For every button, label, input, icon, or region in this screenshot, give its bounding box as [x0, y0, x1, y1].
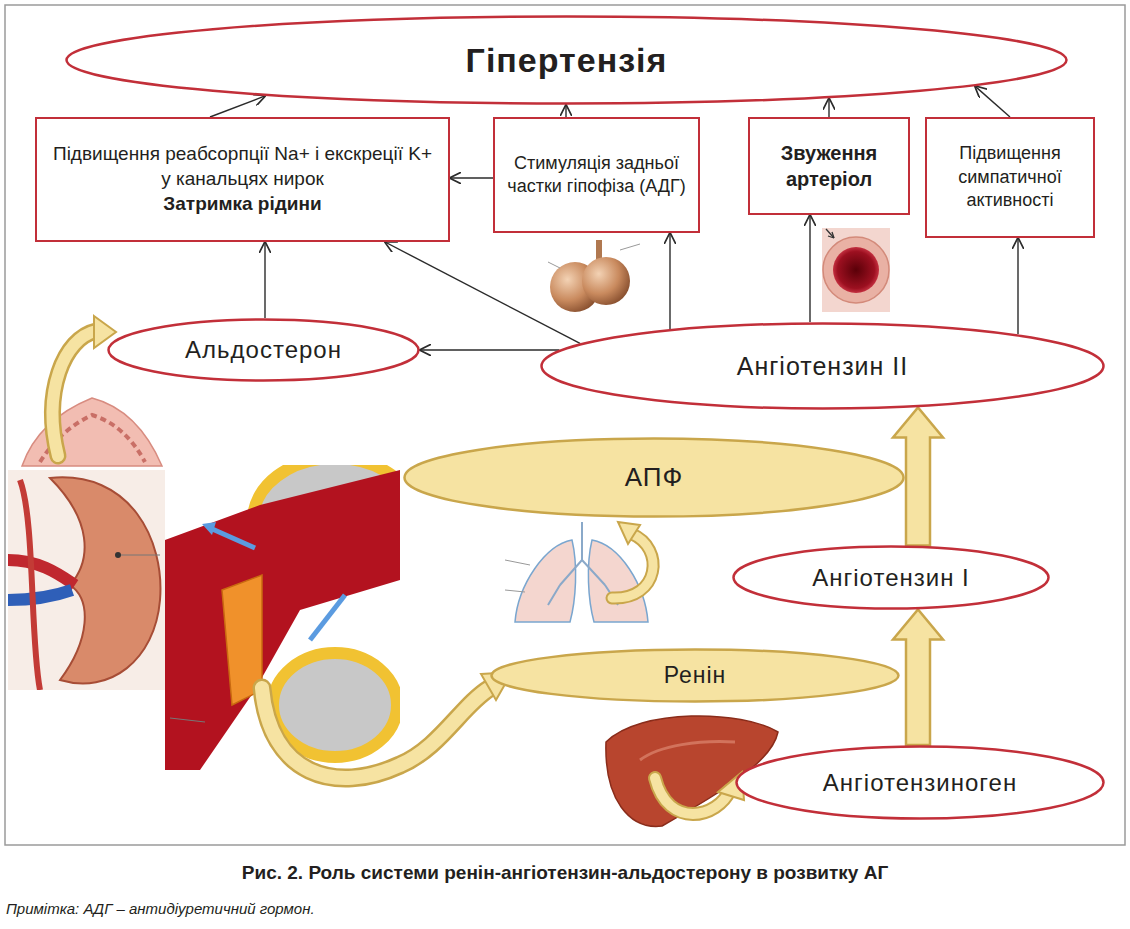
curved-arrow	[655, 778, 730, 814]
node-label: Гіпертензія	[466, 38, 668, 82]
node-label: Підвищення симпатичної активності	[936, 142, 1084, 212]
adrenal-gland	[22, 398, 162, 466]
curved-arrow	[53, 331, 96, 456]
figure-frame	[5, 5, 1125, 845]
renal-artery	[8, 560, 75, 585]
lungs-picture	[500, 520, 660, 626]
pointer-head	[828, 232, 834, 238]
curved-arrow	[612, 534, 653, 598]
enzyme-ellipse: Ренін	[490, 648, 900, 703]
figure-caption: Рис. 2. Роль системи ренін-ангіотензин-а…	[0, 862, 1130, 884]
effect-box: Звуження артеріол	[748, 117, 910, 215]
effect-box: Підвищення реабсорпції Na+ і екскреції K…	[35, 117, 450, 242]
leader-line	[505, 560, 530, 565]
effect-box: Підвищення симпатичної активності	[925, 117, 1095, 238]
arrow-connector	[1017, 238, 1018, 334]
arrow-connector	[450, 177, 493, 178]
node-label: Ренін	[664, 661, 727, 691]
block-arrow	[893, 610, 943, 745]
leader-line	[548, 262, 560, 268]
ellipse-shape	[109, 320, 419, 381]
curved-arrow-outline	[655, 778, 730, 814]
curved-arrow-head	[618, 522, 640, 544]
pituitary-picture	[548, 240, 640, 312]
flow-arrow-head	[202, 522, 216, 535]
lung-lobe	[588, 540, 648, 622]
leader-line	[121, 555, 160, 556]
ellipse-shape	[67, 17, 1067, 104]
afferent-arteriole	[165, 470, 400, 770]
kidney-ground	[8, 470, 165, 690]
ellipse-shape	[737, 747, 1104, 819]
hormone-ellipse: Альдостерон	[107, 318, 420, 382]
arrow-connector	[420, 349, 559, 350]
arteriole-picture	[822, 228, 890, 312]
arrow-connector	[975, 86, 1010, 117]
footnote: Примітка: АДГ – антидіуретичний гормон.	[6, 900, 1106, 917]
bronchi	[548, 522, 618, 605]
curved-arrow-outline	[612, 534, 653, 598]
ellipse-shape	[542, 324, 1104, 409]
leader-line	[505, 590, 525, 592]
vessel	[20, 480, 40, 690]
arrow-connector	[669, 233, 670, 329]
node-label: АПФ	[625, 461, 684, 495]
node-label: Ангіотензин I	[812, 562, 970, 593]
hormone-ellipse: Ангіотензин I	[732, 545, 1050, 610]
outcome-ellipse: Гіпертензія	[65, 15, 1068, 105]
ellipse-shape	[492, 650, 899, 702]
node-label: Ангіотензиноген	[823, 767, 1017, 798]
node-label: Звуження артеріол	[759, 140, 899, 192]
arrow-connector	[210, 96, 265, 117]
renal-vein	[8, 590, 72, 600]
effect-box: Стимуляція задньої частки гіпофіза (АДГ)	[493, 117, 700, 233]
nephron-picture	[165, 465, 400, 770]
arteriole-lumen	[833, 247, 879, 293]
note-holder: Примітка: АДГ – антидіуретичний гормон.	[6, 900, 1106, 917]
lung-lobe	[515, 540, 576, 622]
tubule-section	[273, 653, 397, 757]
caption-holder: Рис. 2. Роль системи ренін-ангіотензин-а…	[0, 862, 1130, 884]
renin-arrow	[262, 672, 512, 778]
arrow-connector	[385, 242, 580, 343]
lungs-ground	[500, 520, 660, 626]
flow-arrow	[310, 595, 345, 640]
curved-arrow-outline	[262, 688, 490, 778]
enzyme-ellipse: АПФ	[403, 437, 905, 518]
kidney-picture	[8, 470, 165, 690]
ellipse-shape	[405, 439, 904, 517]
flow-arrow	[210, 528, 255, 548]
node-label: Стимуляція задньої частки гіпофіза (АДГ)	[504, 152, 689, 199]
node-label: Альдостерон	[185, 334, 342, 365]
node-label: Підвищення реабсорпції Na+ і екскреції K…	[48, 142, 437, 191]
hormone-ellipse: Ангіотензин II	[540, 322, 1105, 410]
arteriole-wall	[823, 237, 889, 303]
arrow-connector	[565, 105, 566, 117]
curved-arrow	[262, 688, 490, 778]
pointer-dot	[115, 552, 121, 558]
ellipse-shape	[734, 547, 1049, 609]
node-label: Затримка рідини	[163, 192, 321, 217]
curved-arrow-outline	[53, 331, 96, 456]
arrow-connector	[264, 242, 265, 318]
pituitary-lobe	[582, 257, 630, 305]
arrow-connector	[828, 98, 829, 117]
nephron-ground	[165, 465, 400, 770]
leader-line	[170, 718, 205, 722]
hormone-ellipse: Ангіотензиноген	[735, 745, 1105, 820]
liver-highlight	[640, 742, 735, 760]
pointer-line	[826, 229, 834, 238]
arteriole-ground	[822, 228, 890, 312]
leader-line	[620, 244, 640, 250]
arrow-connector	[809, 215, 810, 322]
node-label: Ангіотензин II	[737, 350, 908, 383]
